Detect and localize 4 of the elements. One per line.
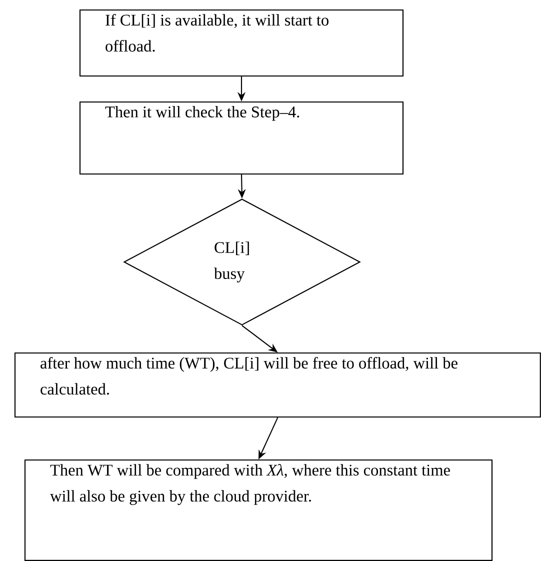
process-box: Then WT will be compared with Xλ, where this constant time will also be given by the cloud provider.: [24, 459, 493, 561]
process-box: after how much time (WT), CL[i] will be free to offload, will be calculated.: [14, 352, 541, 418]
process-box: Then it will check the Step–4.: [79, 101, 404, 175]
process-box: If CL[i] is available, it will start to offload.: [79, 9, 404, 77]
